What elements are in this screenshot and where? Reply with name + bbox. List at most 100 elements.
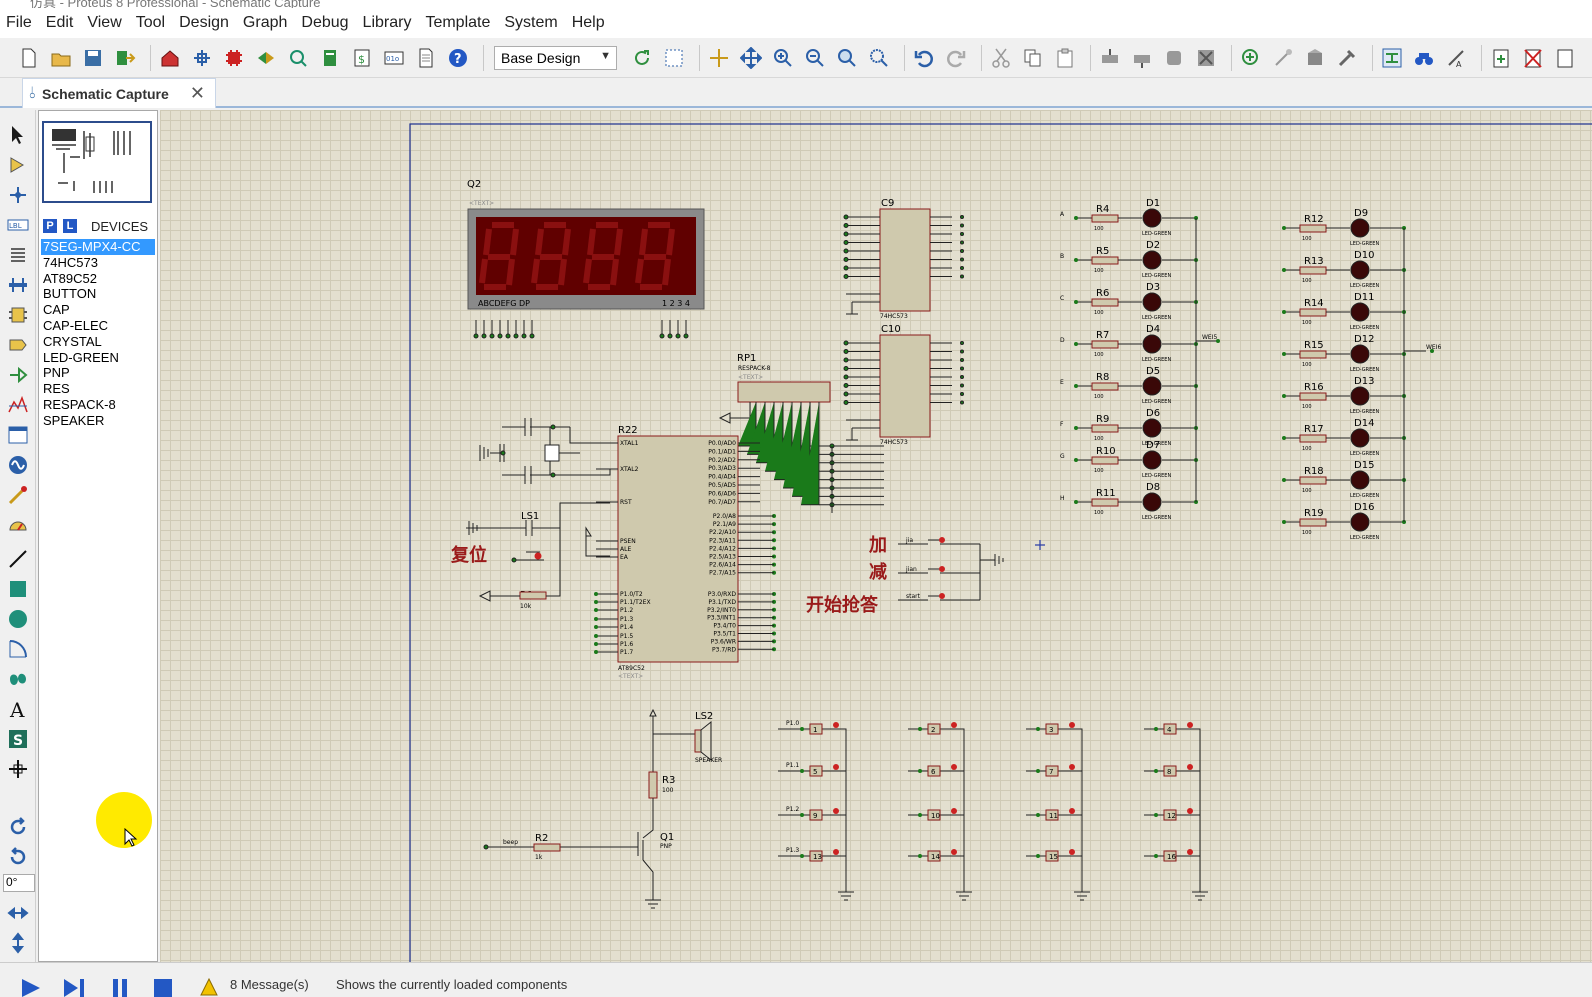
component-mode-icon[interactable]: [5, 152, 31, 178]
menu-graph[interactable]: Graph: [242, 14, 288, 31]
device-item-speaker[interactable]: SPEAKER: [43, 412, 105, 428]
block-rotate-icon[interactable]: [1161, 45, 1187, 71]
pan-icon[interactable]: [738, 45, 764, 71]
device-item-respack-8[interactable]: RESPACK-8: [43, 396, 116, 412]
remove-sheet-icon[interactable]: [1520, 45, 1546, 71]
document-icon[interactable]: [413, 45, 439, 71]
device-item-button[interactable]: BUTTON: [43, 286, 97, 302]
reset-circuit[interactable]: LS1 R1 10k: [466, 502, 610, 610]
buzzer-circuit[interactable]: LS2 SPEAKER R3 100 Q1 PNP beep R2 1k: [483, 708, 722, 909]
wire-autorouter-icon[interactable]: [1379, 45, 1405, 71]
led-column-left[interactable]: R4100D1LED-GREENAR5100D2LED-GREENBR6100D…: [1060, 198, 1220, 521]
device-item-at89c52[interactable]: AT89C52: [43, 270, 97, 286]
device-item-led-green[interactable]: LED-GREEN: [43, 349, 119, 365]
menu-edit[interactable]: Edit: [45, 14, 74, 31]
mcu-at89c52[interactable]: R22 AT89C52 <TEXT> XTAL1XTAL2RSTPSENALEE…: [594, 425, 776, 680]
decompose-icon[interactable]: [1334, 45, 1360, 71]
zoom-all-icon[interactable]: [834, 45, 860, 71]
make-device-icon[interactable]: [1270, 45, 1296, 71]
resistor-pack-rp1[interactable]: RP1 RESPACK-8 <TEXT>: [718, 353, 831, 424]
terminals-icon[interactable]: [5, 332, 31, 358]
copy-icon[interactable]: [1020, 45, 1046, 71]
path-2d-icon[interactable]: [5, 666, 31, 692]
led-column-right[interactable]: R12100D9LED-GREENR13100D10LED-GREENR1410…: [1282, 208, 1441, 541]
grid-toggle-icon[interactable]: [661, 45, 687, 71]
3d-view-icon[interactable]: [253, 45, 279, 71]
property-assignment-icon[interactable]: A: [1443, 45, 1469, 71]
zoom-area-icon[interactable]: [866, 45, 892, 71]
latch-c9[interactable]: C9 74HC573: [879, 198, 931, 320]
device-item-74hc573[interactable]: 74HC573: [43, 254, 98, 270]
seven-segment-display[interactable]: Q2 <TEXT> ABCDEFG DP 1 2 3 4: [467, 179, 705, 339]
block-copy-icon[interactable]: [1097, 45, 1123, 71]
menu-file[interactable]: File: [6, 14, 32, 31]
close-icon[interactable]: ✕: [189, 83, 205, 103]
schematic-drawing[interactable]: Q2 <TEXT> ABCDEFG DP 1 2 3 4 C9 74HC573 …: [160, 110, 1592, 962]
virtual-instruments-icon[interactable]: [5, 512, 31, 538]
box-2d-icon[interactable]: [5, 576, 31, 602]
menu-help[interactable]: Help: [571, 14, 605, 31]
bus-icon[interactable]: [5, 272, 31, 298]
selection-mode-icon[interactable]: [5, 122, 31, 148]
search-tag-icon[interactable]: [1411, 45, 1437, 71]
library-manager-button[interactable]: L: [63, 219, 77, 233]
import-icon[interactable]: [112, 45, 138, 71]
circle-2d-icon[interactable]: [5, 606, 31, 632]
home-icon[interactable]: [157, 45, 183, 71]
play-icon[interactable]: [18, 977, 44, 997]
new-sheet-icon[interactable]: [1488, 45, 1514, 71]
design-select[interactable]: Base Design▼: [494, 45, 617, 70]
control-buttons[interactable]: jia jian start: [898, 537, 1004, 601]
oscillator-circuit[interactable]: [479, 418, 611, 484]
markers-icon[interactable]: [5, 756, 31, 782]
device-item-cap-elec[interactable]: CAP-ELEC: [43, 317, 109, 333]
wire-label-icon[interactable]: LBL: [5, 212, 31, 238]
rotate-anticlockwise-icon[interactable]: [5, 844, 31, 870]
overview-window[interactable]: [42, 121, 152, 203]
tab-schematic-capture[interactable]: ⫰ Schematic Capture ✕: [22, 78, 216, 108]
zoom-out-icon[interactable]: [802, 45, 828, 71]
packaging-tool-icon[interactable]: [1302, 45, 1328, 71]
rotation-angle-field[interactable]: 0°: [3, 874, 35, 892]
pick-devices-button[interactable]: P: [43, 219, 57, 233]
undo-icon[interactable]: [911, 45, 937, 71]
menu-debug[interactable]: Debug: [301, 14, 349, 31]
menu-library[interactable]: Library: [362, 14, 412, 31]
mirror-x-icon[interactable]: [5, 900, 31, 926]
stop-icon[interactable]: [150, 977, 176, 997]
gerber-icon[interactable]: [285, 45, 311, 71]
symbol-2d-icon[interactable]: S: [5, 726, 31, 752]
bom-icon[interactable]: $: [349, 45, 375, 71]
text-2d-icon[interactable]: A: [5, 696, 31, 722]
open-folder-icon[interactable]: [48, 45, 74, 71]
menu-view[interactable]: View: [87, 14, 122, 31]
schematic-icon[interactable]: [189, 45, 215, 71]
latch-c10[interactable]: C10 74HC573: [879, 324, 931, 446]
menu-system[interactable]: System: [504, 14, 558, 31]
device-item-crystal[interactable]: CRYSTAL: [43, 333, 102, 349]
device-item-res[interactable]: RES: [43, 381, 70, 397]
save-icon[interactable]: [80, 45, 106, 71]
menu-template[interactable]: Template: [425, 14, 491, 31]
device-item-pnp[interactable]: PNP: [43, 365, 70, 381]
rotate-clockwise-icon[interactable]: [5, 814, 31, 840]
pcb-icon[interactable]: [221, 45, 247, 71]
origin-icon[interactable]: [706, 45, 732, 71]
voltage-probe-icon[interactable]: [5, 482, 31, 508]
zoom-in-icon[interactable]: [770, 45, 796, 71]
subcircuit-icon[interactable]: [5, 302, 31, 328]
text-script-icon[interactable]: [5, 242, 31, 268]
mirror-y-icon[interactable]: [5, 930, 31, 956]
cut-icon[interactable]: [988, 45, 1014, 71]
generator-icon[interactable]: [5, 452, 31, 478]
line-2d-icon[interactable]: [5, 546, 31, 572]
help-icon[interactable]: ?: [445, 45, 471, 71]
source-code-icon[interactable]: 01o: [381, 45, 407, 71]
pick-device-icon[interactable]: [1238, 45, 1264, 71]
device-item-cap[interactable]: CAP: [43, 302, 70, 318]
pause-icon[interactable]: [108, 977, 134, 997]
warning-icon[interactable]: [200, 977, 218, 997]
new-file-icon[interactable]: [16, 45, 42, 71]
exit-sheet-icon[interactable]: [1552, 45, 1578, 71]
redo-icon[interactable]: [943, 45, 969, 71]
